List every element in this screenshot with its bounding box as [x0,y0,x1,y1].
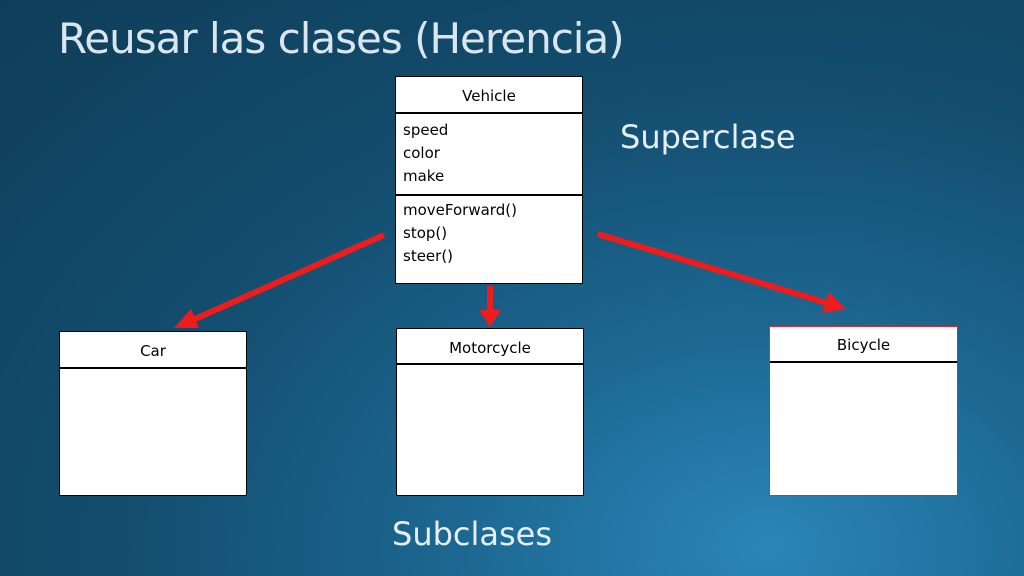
method-stop: stop() [403,224,448,242]
car-class-name: Car [60,332,246,369]
motorcycle-class-name: Motorcycle [397,329,583,365]
motorcycle-class-box: Motorcycle [396,328,584,496]
bicycle-class-name: Bicycle [770,327,957,363]
method-steer: steer() [403,247,454,265]
slide-title: Reusar las clases (Herencia) [58,14,625,63]
arrow-to-car [174,232,386,328]
superclass-label: Superclase [620,118,796,156]
vehicle-class-box: Vehicle speed color make moveForward() s… [395,76,583,284]
attribute-make: make [403,167,445,185]
arrow-to-motorcycle [479,286,501,327]
subclasses-label: Subclases [392,515,553,553]
vehicle-methods: moveForward() stop() steer() [396,196,582,268]
attribute-color: color [403,144,440,162]
method-moveforward: moveForward() [403,201,517,219]
vehicle-attributes: speed color make [396,114,582,196]
vehicle-class-name: Vehicle [396,77,582,114]
attribute-speed: speed [403,121,449,139]
arrow-to-bicycle [597,231,846,313]
bicycle-class-box: Bicycle [769,326,958,496]
car-class-box: Car [59,331,247,496]
